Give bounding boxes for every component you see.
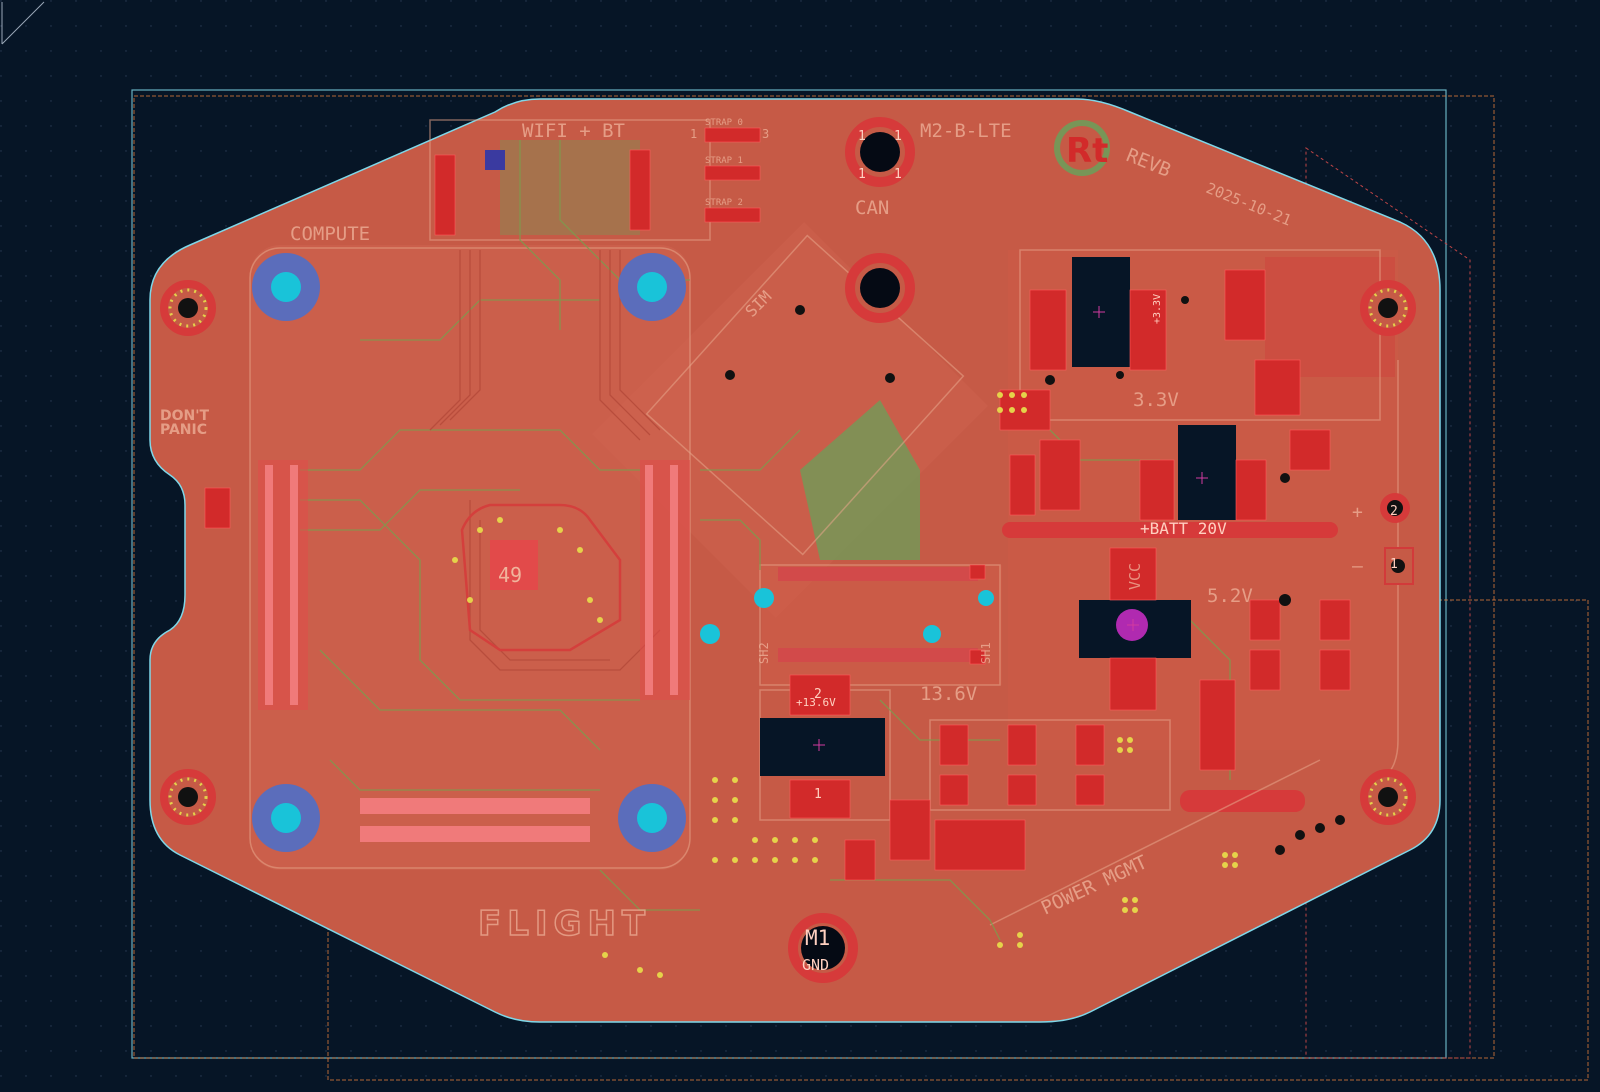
label-sh2: SH2 (757, 642, 771, 664)
label-strap1: STRAP 1 (705, 156, 743, 166)
label-strap2: STRAP 2 (705, 198, 743, 208)
label-5v2: 5.2V (1207, 585, 1253, 607)
label-m2: M2-B-LTE (920, 120, 1012, 142)
label-plus: + (1352, 502, 1363, 523)
label-compute: COMPUTE (290, 223, 370, 245)
label-plus-13v6: +13.6V (796, 696, 836, 709)
label-panic: PANIC (160, 422, 207, 438)
label-u49: 49 (498, 563, 522, 587)
small-vias (725, 296, 1345, 855)
label-m1: M1 (805, 926, 830, 950)
logo-text: Rt (1066, 131, 1108, 171)
label-13v6: 13.6V (920, 683, 977, 705)
pad-num-9: 1 (690, 127, 697, 141)
via-field (452, 392, 1238, 978)
pad-num-10: 3 (762, 127, 769, 141)
pad-num-3: 2 (1390, 504, 1398, 519)
traces (300, 140, 1231, 941)
label-minus: – (1352, 556, 1363, 577)
crosshairs (813, 306, 1208, 751)
label-3v3: 3.3V (1133, 389, 1179, 411)
label-m1-gnd: GND (802, 956, 829, 974)
pad-num-4: 1 (1390, 557, 1398, 572)
label-vcc: VCC (1126, 563, 1144, 590)
label-dont: DON'T (160, 408, 210, 424)
pad-num-8: 1 (894, 167, 902, 182)
pad-num-6: 1 (894, 129, 902, 144)
label-batt: +BATT 20V (1140, 519, 1227, 538)
label-flight: FLIGHT (478, 904, 651, 944)
label-can: CAN (855, 197, 889, 219)
pad-num-5: 1 (858, 129, 866, 144)
label-plus-3v3: +3.3V (1152, 294, 1163, 324)
label-sh1: SH1 (979, 642, 993, 664)
ic-packages (485, 150, 1236, 776)
pad-num-1: 2 (814, 687, 822, 702)
label-wifi: WIFI + BT (522, 120, 625, 142)
standoffs (252, 253, 994, 852)
pad-num-7: 1 (858, 167, 866, 182)
pad-num-2: 1 (814, 787, 822, 802)
label-strap0: STRAP 0 (705, 118, 743, 128)
board-connectors (258, 460, 978, 842)
rt-logo: Rt (1054, 120, 1110, 176)
corner-holes (160, 117, 1416, 983)
